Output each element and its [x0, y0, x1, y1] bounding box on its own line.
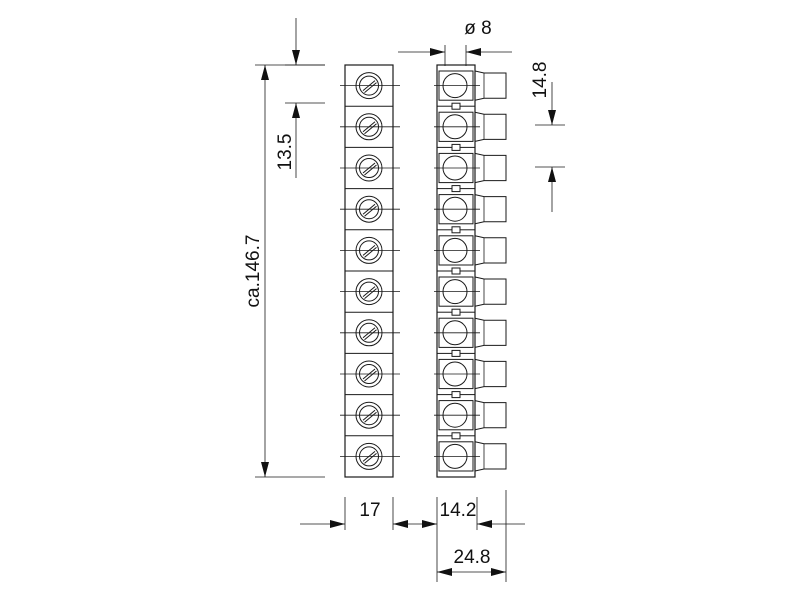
dimension-front-width: 17	[300, 497, 408, 530]
screw-head-icon	[359, 240, 379, 261]
screw-outer-ring	[355, 319, 383, 347]
side-pole	[434, 185, 507, 225]
side-pole	[434, 349, 507, 390]
screw-head-icon	[359, 281, 379, 302]
wire-sleeve	[474, 111, 507, 142]
screw-slot	[362, 327, 376, 339]
screw-slot	[362, 162, 376, 174]
front-pole	[340, 72, 400, 100]
total-length-label: ca.146.7	[243, 235, 264, 308]
wire-sleeve	[474, 194, 507, 225]
screw-head-icon	[359, 364, 379, 384]
screw-head-icon	[359, 405, 379, 426]
screw-slot	[364, 205, 377, 217]
front-pole	[340, 105, 400, 141]
wire-sleeve	[474, 235, 507, 266]
front-pole	[340, 394, 400, 429]
screw-slot	[362, 203, 376, 215]
screw-outer-ring	[355, 195, 383, 223]
screw-slot	[364, 82, 377, 93]
front-pole	[340, 435, 400, 470]
screw-slot	[362, 451, 376, 462]
front-pitch-label: 13.5	[275, 134, 296, 171]
screw-head-icon	[359, 446, 379, 467]
screw-outer-ring	[355, 72, 383, 100]
side-pole	[434, 267, 507, 307]
front-width-label: 17	[359, 500, 380, 521]
wire-sleeve	[474, 70, 507, 101]
screw-head-icon	[359, 158, 379, 178]
screw-outer-ring	[355, 113, 383, 141]
front-pole	[340, 311, 400, 347]
screw-slot	[362, 368, 376, 380]
wire-sleeve	[474, 441, 507, 472]
screw-slot	[364, 453, 377, 464]
front-pole	[340, 270, 400, 306]
screw-slot	[362, 121, 376, 133]
side-pole	[434, 432, 507, 472]
dimension-total-length: ca.146.7	[243, 64, 325, 478]
front-view	[340, 64, 400, 478]
screw-slot	[362, 245, 376, 256]
screw-slot	[362, 409, 376, 421]
screw-head-icon	[359, 75, 379, 96]
side-pitch-label: 14.8	[530, 62, 551, 99]
diameter-label: ø 8	[464, 18, 491, 39]
screw-outer-ring	[355, 360, 383, 388]
web-notch	[451, 267, 461, 275]
web-notch	[451, 349, 461, 357]
web-notch	[451, 432, 461, 440]
wire-sleeve	[474, 400, 507, 431]
screw-slot	[362, 286, 376, 297]
screw-slot	[364, 329, 377, 341]
screw-slot	[364, 123, 377, 135]
screw-head-icon	[359, 322, 379, 343]
web-notch	[451, 185, 461, 193]
web-notch	[451, 102, 461, 110]
web-notch	[451, 308, 461, 316]
side-body-width-label: 14.2	[440, 500, 477, 521]
front-pole	[340, 146, 400, 182]
screw-head-icon	[359, 116, 379, 137]
side-view-poles	[434, 70, 507, 472]
dimension-side-pitch: 14.8	[530, 62, 565, 212]
screw-slot	[364, 288, 377, 299]
front-pole	[340, 188, 400, 223]
screw-outer-ring	[355, 278, 383, 306]
side-total-width-label: 24.8	[454, 547, 491, 568]
screw-head-icon	[359, 199, 379, 220]
front-pole	[340, 229, 400, 264]
wire-sleeve	[474, 358, 507, 390]
web-notch	[451, 226, 461, 234]
screw-outer-ring	[355, 401, 383, 429]
side-pole	[434, 143, 507, 184]
screw-slot	[364, 164, 377, 176]
dimension-side-total-width: 24.8	[437, 490, 507, 582]
web-notch	[451, 143, 461, 151]
screw-slot	[364, 411, 377, 423]
wire-sleeve	[474, 152, 507, 184]
side-pole	[434, 391, 507, 431]
screw-outer-ring	[355, 442, 383, 470]
side-pole	[434, 102, 507, 142]
screw-outer-ring	[355, 154, 383, 182]
side-pole	[434, 226, 507, 266]
front-view-poles	[340, 72, 400, 470]
dimension-front-pitch: 13.5	[275, 18, 325, 178]
dimension-side-body-width: 14.2	[393, 497, 525, 582]
side-view	[434, 64, 507, 478]
screw-slot	[364, 370, 377, 382]
screw-slot	[362, 80, 376, 91]
wire-sleeve	[474, 276, 507, 307]
screw-outer-ring	[355, 236, 383, 264]
front-pole	[340, 352, 400, 388]
screw-slot	[364, 247, 377, 258]
side-pole	[434, 308, 507, 348]
wire-sleeve	[474, 317, 507, 348]
side-pole	[434, 70, 507, 101]
web-notch	[451, 391, 461, 399]
dimension-diameter: ø 8	[398, 18, 512, 66]
